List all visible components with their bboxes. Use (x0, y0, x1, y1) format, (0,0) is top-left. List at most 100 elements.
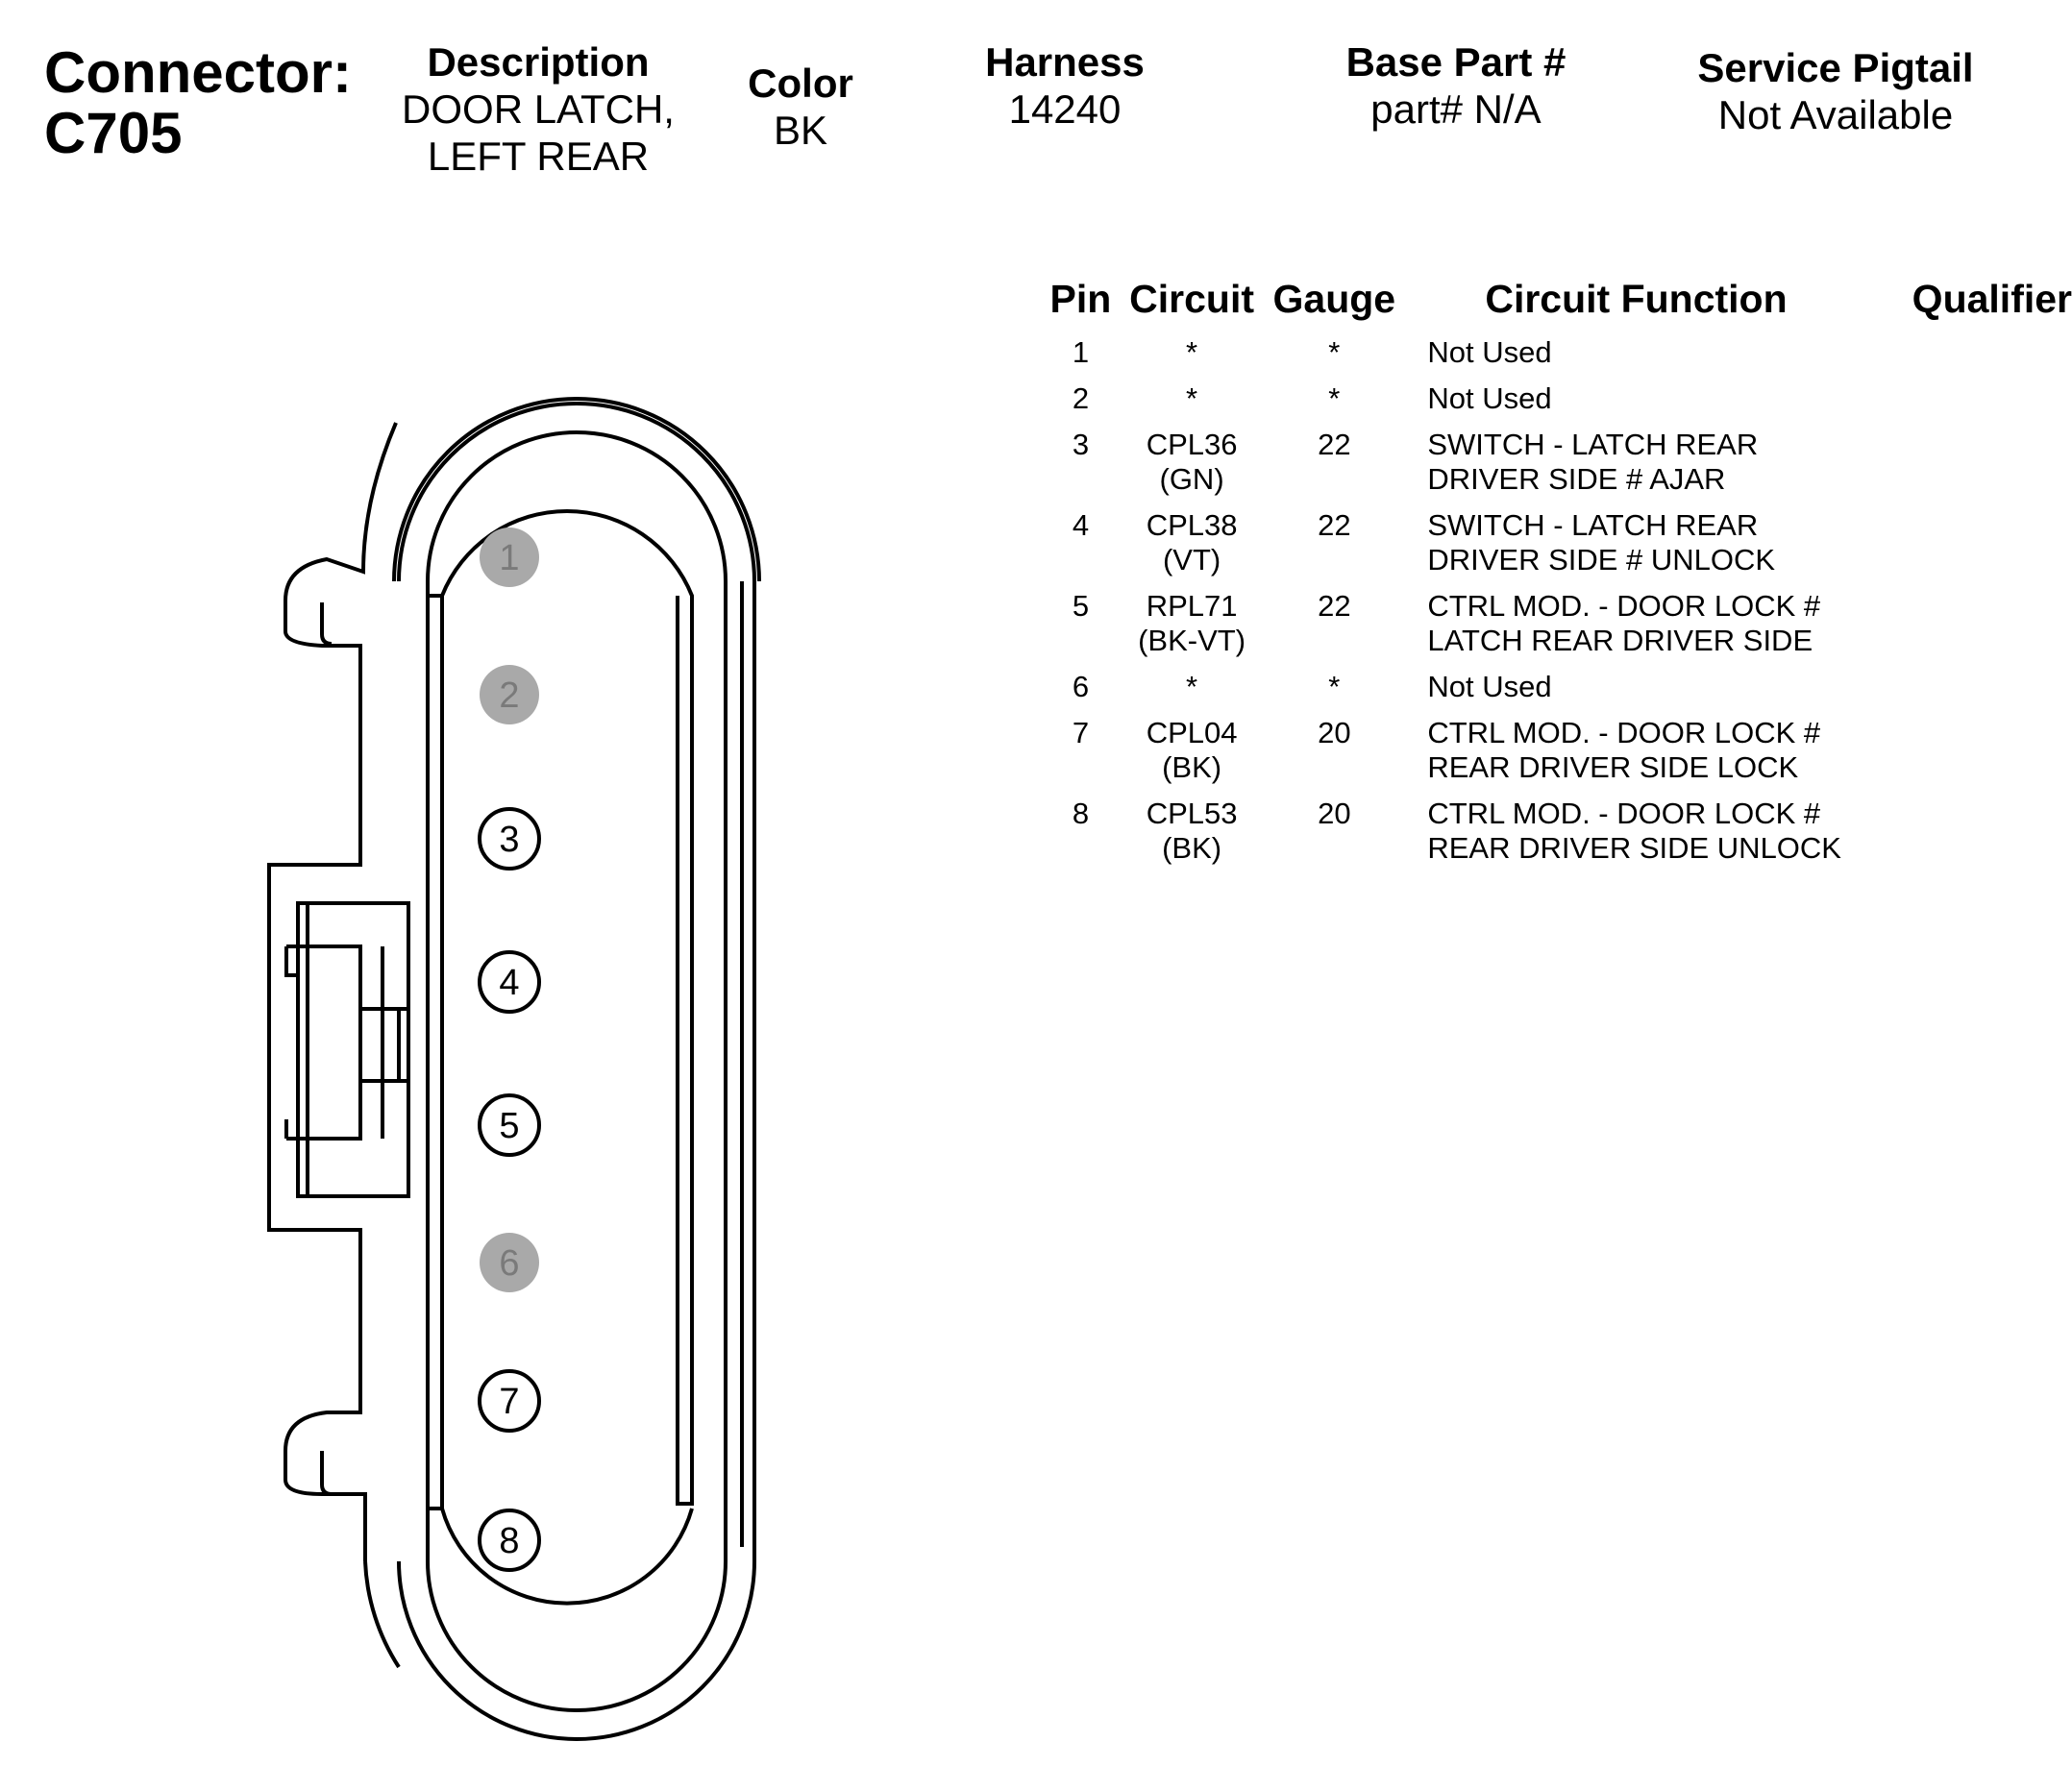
pin-table-header: Pin Circuit Gauge Circuit Function Quali… (1038, 277, 2072, 335)
circuit-color: (BK-VT) (1138, 624, 1246, 657)
gauge-value: 20 (1318, 716, 1351, 749)
pin-number: 6 (1072, 670, 1090, 703)
pin-cavity: 1 (480, 527, 539, 587)
circuit-id: * (1186, 335, 1198, 369)
gauge-value: * (1328, 381, 1341, 415)
gauge-header: Gauge (1272, 277, 1396, 321)
color-label: Color (748, 61, 853, 106)
gauge-cell: 22 (1260, 428, 1408, 508)
upper-clip (320, 602, 333, 646)
function-line2: REAR DRIVER SIDE UNLOCK (1427, 831, 1841, 865)
circuit-function-cell: Not Used (1408, 670, 1886, 716)
circuit-id: * (1186, 670, 1198, 703)
description-label: Description (427, 39, 650, 85)
housing-outer-outline (397, 402, 756, 1741)
function-line1: SWITCH - LATCH REAR (1427, 428, 1759, 461)
harness-block: Harness 14240 (961, 38, 1169, 133)
pin-cavity: 3 (478, 807, 541, 871)
pin-circle (478, 1509, 541, 1572)
lower-clip (320, 1451, 333, 1496)
circuit-function-cell: CTRL MOD. - DOOR LOCK #LATCH REAR DRIVER… (1408, 589, 1886, 670)
table-row: 8 CPL53(BK) 20 CTRL MOD. - DOOR LOCK #RE… (1038, 797, 2072, 877)
circuit-color: (VT) (1162, 543, 1221, 577)
pin-circle (478, 1093, 541, 1157)
pin-number: 7 (1072, 716, 1090, 749)
inner-cavity-left (440, 596, 694, 1606)
pin-cell: 1 (1038, 335, 1123, 381)
base-part-value: part# N/A (1370, 86, 1542, 133)
connector-housing (267, 397, 761, 1741)
gauge-value: * (1328, 335, 1341, 369)
pin-label: 6 (499, 1243, 519, 1284)
pin-cavity: 5 (478, 1093, 541, 1157)
function-line1: CTRL MOD. - DOOR LOCK # (1427, 797, 1821, 830)
gauge-cell: * (1260, 670, 1408, 716)
function-line1: CTRL MOD. - DOOR LOCK # (1427, 716, 1821, 749)
base-part-block: Base Part # part# N/A (1307, 38, 1605, 133)
circuit-function-cell: Not Used (1408, 335, 1886, 381)
housing-inner-ring (426, 430, 728, 1712)
pin-cell: 3 (1038, 428, 1123, 508)
gauge-cell: 20 (1260, 716, 1408, 797)
circuit-function-cell: CTRL MOD. - DOOR LOCK #REAR DRIVER SIDE … (1408, 716, 1886, 797)
pin-cell: 6 (1038, 670, 1123, 716)
pin-cavity: 2 (480, 665, 539, 724)
service-pigtail-value: Not Available (1717, 92, 1954, 138)
circuit-color: (GN) (1159, 462, 1224, 496)
pin-number: 3 (1072, 428, 1090, 461)
function-line1: Not Used (1427, 335, 1552, 369)
pin-label: 3 (499, 820, 519, 860)
service-pigtail-block: Service Pigtail Not Available (1672, 44, 1999, 138)
function-line1: Not Used (1427, 381, 1552, 415)
pin-number: 8 (1072, 797, 1090, 830)
locking-tab-detail (286, 945, 401, 1141)
table-row: 1 * * Not Used (1038, 335, 2072, 381)
pin-header: Pin (1049, 277, 1112, 321)
pin-label: 8 (499, 1521, 519, 1561)
gauge-cell: * (1260, 381, 1408, 428)
circuit-id: CPL36 (1146, 428, 1238, 461)
function-line2: REAR DRIVER SIDE LOCK (1427, 750, 1799, 784)
qualifier-header: Qualifier (1912, 277, 2072, 321)
housing-ring (392, 397, 761, 582)
pin-number: 2 (1072, 381, 1090, 415)
base-part-label: Base Part # (1345, 39, 1566, 85)
circuit-cell: * (1123, 670, 1260, 716)
gauge-value: 22 (1318, 589, 1351, 623)
circuit-color: (BK) (1162, 750, 1222, 784)
pin-cavity: 8 (478, 1509, 541, 1572)
pin-label: 5 (499, 1106, 519, 1146)
color-block: Color BK (721, 60, 880, 154)
function-line1: Not Used (1427, 670, 1552, 703)
circuit-cell: CPL36(GN) (1123, 428, 1260, 508)
locking-tab (296, 901, 410, 1198)
circuit-function-header: Circuit Function (1485, 277, 1788, 321)
pin-circle (478, 807, 541, 871)
pin-number: 5 (1072, 589, 1090, 623)
circuit-id: CPL04 (1146, 716, 1238, 749)
pin-label: 1 (499, 538, 519, 578)
harness-label: Harness (985, 39, 1145, 85)
table-row: 7 CPL04(BK) 20 CTRL MOD. - DOOR LOCK #RE… (1038, 716, 2072, 797)
circuit-cell: CPL04(BK) (1123, 716, 1260, 797)
connector-label: Connector: (44, 40, 352, 105)
pin-cell: 7 (1038, 716, 1123, 797)
table-row: 2 * * Not Used (1038, 381, 2072, 428)
pin-cell: 2 (1038, 381, 1123, 428)
table-row: 6 * * Not Used (1038, 670, 2072, 716)
circuit-cell: CPL38(VT) (1123, 508, 1260, 589)
description-line2: LEFT REAR (427, 134, 650, 180)
housing-lower-edge (363, 1560, 401, 1669)
connector-title: Connector: C705 (44, 42, 352, 163)
circuit-header: Circuit (1129, 277, 1255, 321)
pin-label: 7 (499, 1382, 519, 1422)
circuit-id: CPL53 (1146, 797, 1238, 830)
circuit-function-cell: Not Used (1408, 381, 1886, 428)
inner-cavity-right (440, 508, 694, 1506)
function-line2: DRIVER SIDE # AJAR (1427, 462, 1726, 496)
gauge-value: 22 (1318, 508, 1351, 542)
pin-number: 1 (1072, 335, 1090, 369)
pin-cell: 8 (1038, 797, 1123, 877)
